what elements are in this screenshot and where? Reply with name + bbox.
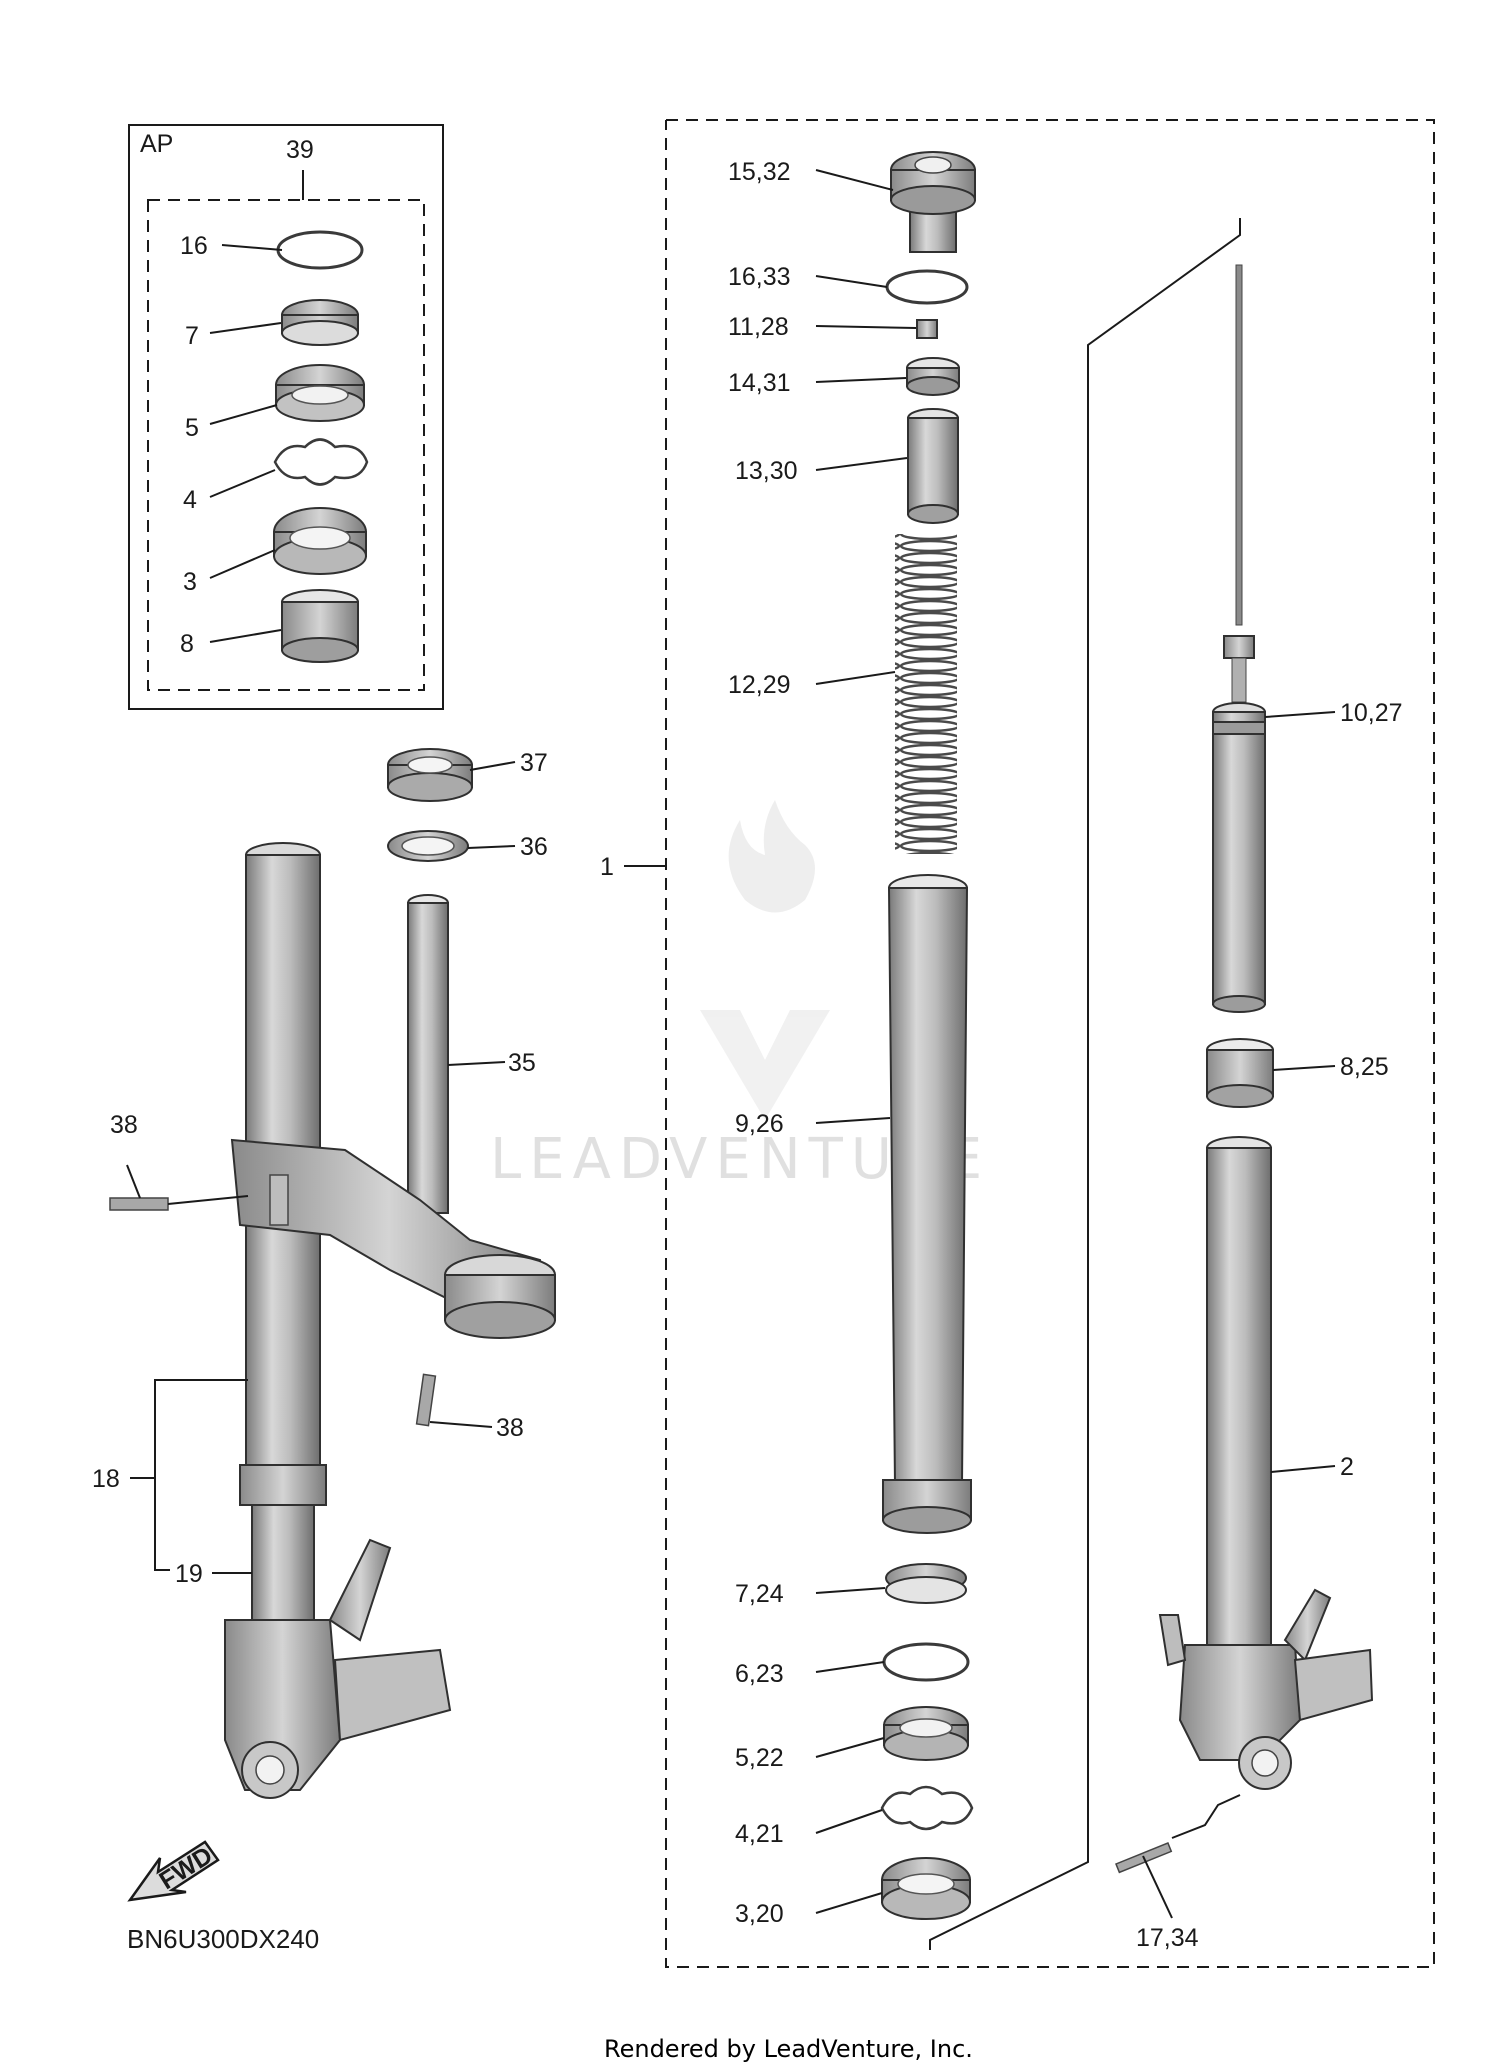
callout-7-24: 7,24 [735,1580,784,1608]
ap-label: AP [140,130,173,158]
callout-8: 8 [180,630,194,658]
callout-11-28: 11,28 [728,313,789,341]
callout-16-33: 16,33 [728,263,791,291]
leader-lines [126,169,1336,1919]
callout-14-31: 14,31 [728,369,791,397]
callout-9-26: 9,26 [735,1110,784,1138]
right-column-parts [1115,264,1374,1874]
ap-kit-dashed-box [147,199,425,691]
callout-19: 19 [175,1560,203,1588]
callout-6-23: 6,23 [735,1660,784,1688]
callout-8-25: 8,25 [1340,1053,1389,1081]
ap-kit-box [128,124,444,710]
callout-3-20: 3,20 [735,1900,784,1928]
callout-37: 37 [520,749,548,777]
callout-2: 2 [1340,1453,1354,1481]
watermark-logo [700,800,830,1120]
callout-labels: 16 7 5 4 3 8 15,32 16,33 11,28 14,31 13,… [92,158,1403,1952]
callout-36: 36 [520,833,548,861]
callout-17-34: 17,34 [1136,1924,1199,1952]
callout-18: 18 [92,1465,120,1493]
left-fork-assembly [109,748,556,1799]
callout-4: 4 [183,486,197,514]
callout-16: 16 [180,232,208,260]
callout-5: 5 [185,414,199,442]
callout-35: 35 [508,1049,536,1077]
callout-3: 3 [183,568,197,596]
callout-5-22: 5,22 [735,1744,784,1772]
callout-13-30: 13,30 [735,457,798,485]
assembly-1-dashed-box [665,119,1435,1968]
callout-4-21: 4,21 [735,1820,784,1848]
callout-7: 7 [185,322,199,350]
fwd-arrow-icon: FWD [127,1840,220,1902]
diagram-code: BN6U300DX240 [127,1924,319,1954]
callout-12-29: 12,29 [728,671,791,699]
callout-38-top: 38 [110,1111,138,1139]
callout-1: 1 [600,853,614,881]
center-column-parts [880,151,976,1920]
callout-10-27: 10,27 [1340,699,1403,727]
footer-credit: Rendered by LeadVenture, Inc. [604,2035,973,2063]
callout-15-32: 15,32 [728,158,791,186]
kit-number: 39 [286,136,314,164]
ap-parts [273,230,369,663]
callout-38-bottom: 38 [496,1414,524,1442]
